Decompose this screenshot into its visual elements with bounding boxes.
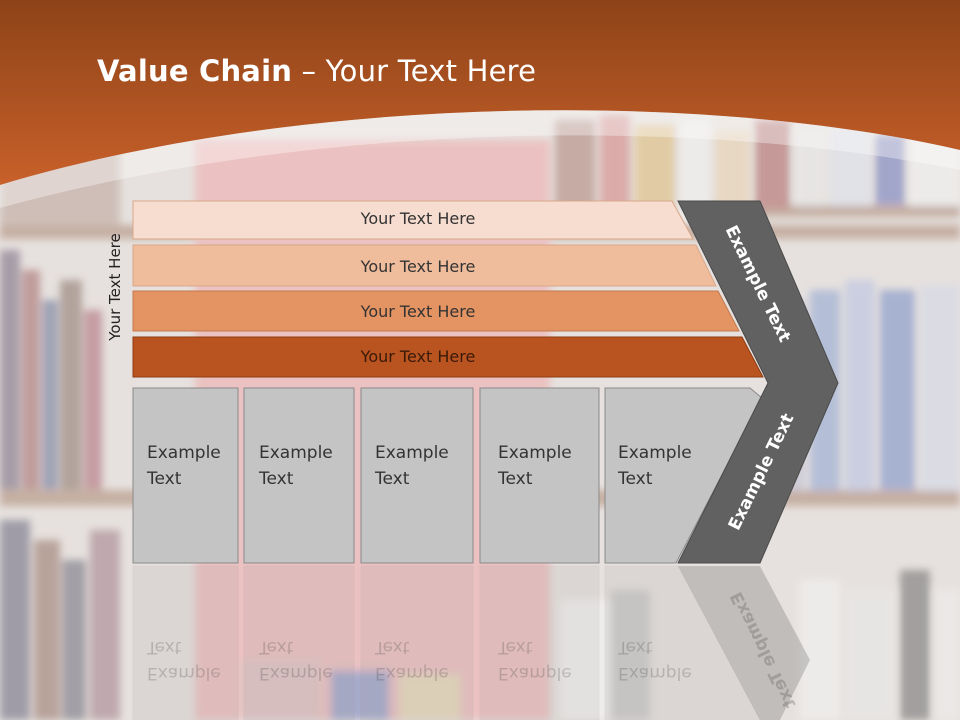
reflection-text-2-line2: Text bbox=[259, 637, 294, 657]
reflection-text-5: Example Text bbox=[618, 634, 692, 686]
reflection-text-1-line2: Text bbox=[147, 637, 182, 657]
reflection-text-5-line2: Text bbox=[618, 637, 653, 657]
box-text-4-line2: Text bbox=[498, 469, 533, 489]
reflection-text-3-line1: Example bbox=[375, 663, 449, 683]
reflection-group bbox=[132, 565, 761, 720]
box-text-2-line1: Example bbox=[259, 443, 333, 463]
side-label: Your Text Here bbox=[106, 233, 124, 341]
reflection-text-1: Example Text bbox=[147, 634, 221, 686]
reflection-text-1-line1: Example bbox=[147, 663, 221, 683]
row-label-3: Your Text Here bbox=[360, 302, 476, 321]
row-label-2: Your Text Here bbox=[360, 257, 476, 276]
row-bar-4[interactable] bbox=[132, 336, 764, 378]
activity-box-4[interactable] bbox=[479, 387, 600, 564]
box-text-3: Example Text bbox=[375, 440, 449, 492]
reflection-text-3: Example Text bbox=[375, 634, 449, 686]
reflection-text-3-line2: Text bbox=[375, 637, 410, 657]
row-bar-1[interactable] bbox=[132, 200, 694, 240]
activity-box-3[interactable] bbox=[360, 387, 474, 564]
reflection-text-5-line1: Example bbox=[618, 663, 692, 683]
reflection-text-4-line1: Example bbox=[498, 663, 572, 683]
row-label-1: Your Text Here bbox=[360, 209, 476, 228]
box-text-5-line1: Example bbox=[618, 443, 692, 463]
box-text-3-line1: Example bbox=[375, 443, 449, 463]
box-text-1-line2: Text bbox=[147, 469, 182, 489]
title-rest: – Your Text Here bbox=[292, 54, 537, 88]
reflection-text-2-line1: Example bbox=[259, 663, 333, 683]
activity-box-1[interactable] bbox=[132, 387, 239, 564]
reflection-text-4: Example Text bbox=[498, 634, 572, 686]
row-bar-2[interactable] bbox=[132, 244, 717, 287]
box-text-1-line1: Example bbox=[147, 443, 221, 463]
chevron-reflection bbox=[678, 566, 810, 720]
header-band bbox=[0, 0, 960, 185]
box-text-4-line1: Example bbox=[498, 443, 572, 463]
box-text-3-line2: Text bbox=[375, 469, 410, 489]
title-bold: Value Chain bbox=[97, 54, 293, 88]
box-text-5: Example Text bbox=[618, 440, 692, 492]
box-text-2: Example Text bbox=[259, 440, 333, 492]
row-label-4: Your Text Here bbox=[360, 347, 476, 366]
margin-chevron[interactable] bbox=[677, 200, 839, 564]
reflection-text-4-line2: Text bbox=[498, 637, 533, 657]
box-text-1: Example Text bbox=[147, 440, 221, 492]
box-text-5-line2: Text bbox=[618, 469, 653, 489]
box-text-4: Example Text bbox=[498, 440, 572, 492]
box-text-2-line2: Text bbox=[259, 469, 294, 489]
slide-title: Value Chain – Your Text Here bbox=[97, 54, 536, 88]
reflection-text-2: Example Text bbox=[259, 634, 333, 686]
row-bar-3[interactable] bbox=[132, 290, 740, 332]
activity-box-2[interactable] bbox=[243, 387, 355, 564]
